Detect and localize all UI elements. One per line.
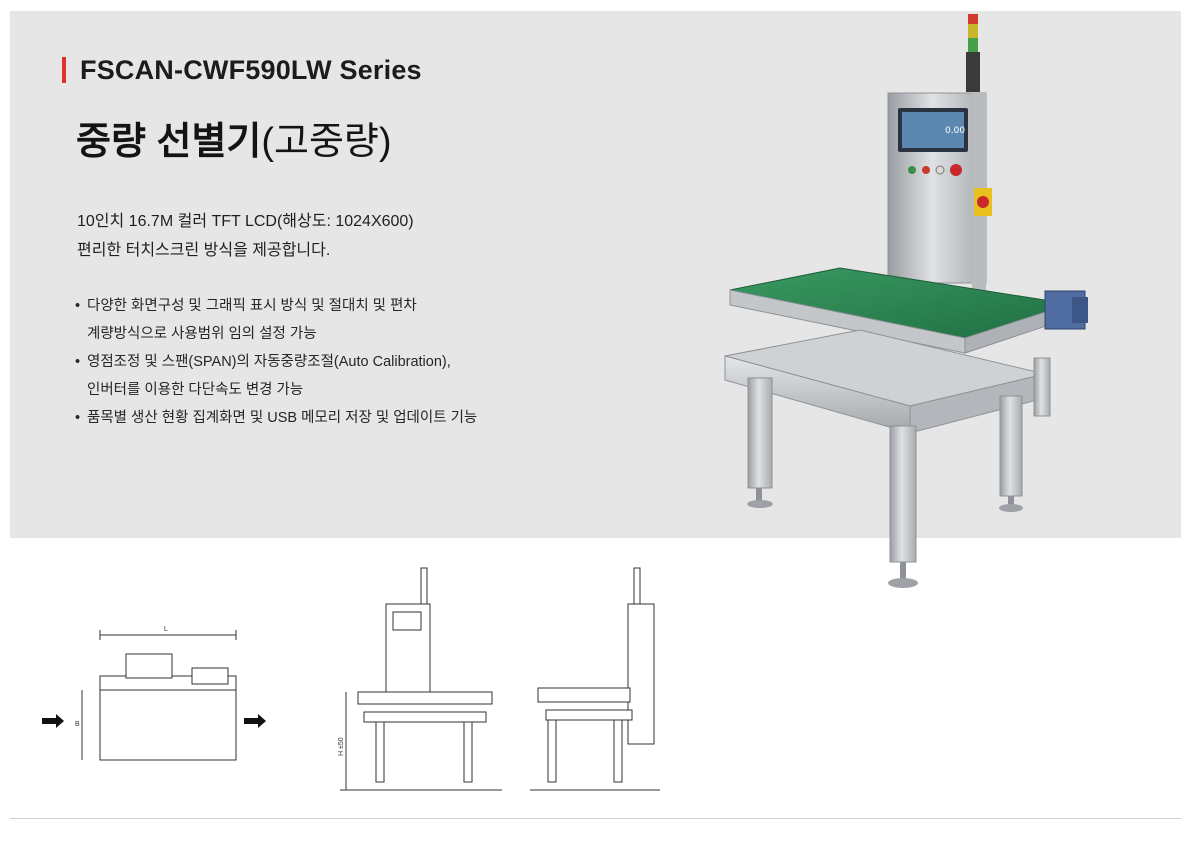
product-description: 10인치 16.7M 컬러 TFT LCD(해상도: 1024X600) 편리한… (77, 207, 414, 265)
height-label: H ±50 (338, 737, 345, 756)
feature-text: 인버터를 이용한 다단속도 변경 가능 (87, 382, 304, 398)
description-line: 편리한 터치스크린 방식을 제공합니다. (77, 242, 331, 259)
feature-text: 영점조정 및 스팬(SPAN)의 자동중량조절(Auto Calibration… (87, 354, 451, 370)
description-line: 10인치 16.7M 컬러 TFT LCD(해상도: 1024X600) (77, 213, 414, 230)
title-main: 중량 선별기 (76, 121, 262, 163)
bullet-dot: • (75, 298, 81, 314)
feature-text: 품목별 생산 현황 집계화면 및 USB 메모리 저장 및 업데이트 기능 (87, 410, 478, 426)
feature-text: 다양한 화면구성 및 그래픽 표시 방식 및 절대치 및 편차 (87, 298, 417, 314)
length-label: L (164, 626, 168, 633)
width-label: B (75, 721, 80, 728)
front-view-drawing: H ±50 (338, 567, 502, 791)
bullet-dot: • (75, 354, 81, 370)
bullet-dot: • (75, 410, 81, 426)
bottom-divider (10, 818, 1181, 819)
feature-item: • 품목별 생산 현황 집계화면 및 USB 메모리 저장 및 업데이트 기능 (75, 404, 477, 432)
series-heading: FSCAN-CWF590LW Series (62, 55, 422, 85)
screen-readout: 0.00 (945, 126, 965, 136)
technical-drawings: L B H ±50 (42, 567, 660, 791)
feature-item: • 영점조정 및 스팬(SPAN)의 자동중량조절(Auto Calibratio… (75, 348, 477, 404)
side-view-drawing (530, 567, 660, 791)
series-name: FSCAN-CWF590LW Series (80, 54, 422, 85)
feature-text: 계량방식으로 사용범위 임의 설정 가능 (87, 326, 317, 342)
accent-bar (62, 57, 66, 83)
top-view-drawing: L B (42, 626, 266, 761)
page-title: 중량 선별기(고중량) (76, 110, 392, 165)
checkweigher-image: 0.00 (724, 14, 1088, 588)
title-sub: (고중량) (261, 121, 392, 163)
